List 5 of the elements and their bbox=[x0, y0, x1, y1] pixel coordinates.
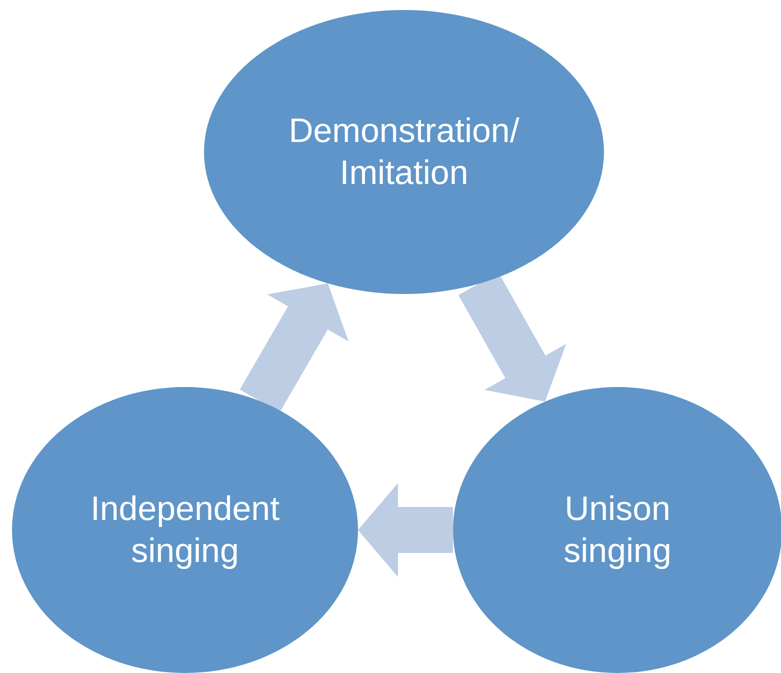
block-arrow bbox=[358, 483, 453, 577]
node-label: Unison singing bbox=[562, 488, 672, 572]
node-label: Demonstration/ Imitation bbox=[288, 110, 520, 194]
node-label: Independent singing bbox=[89, 488, 281, 572]
block-arrow bbox=[240, 283, 349, 413]
